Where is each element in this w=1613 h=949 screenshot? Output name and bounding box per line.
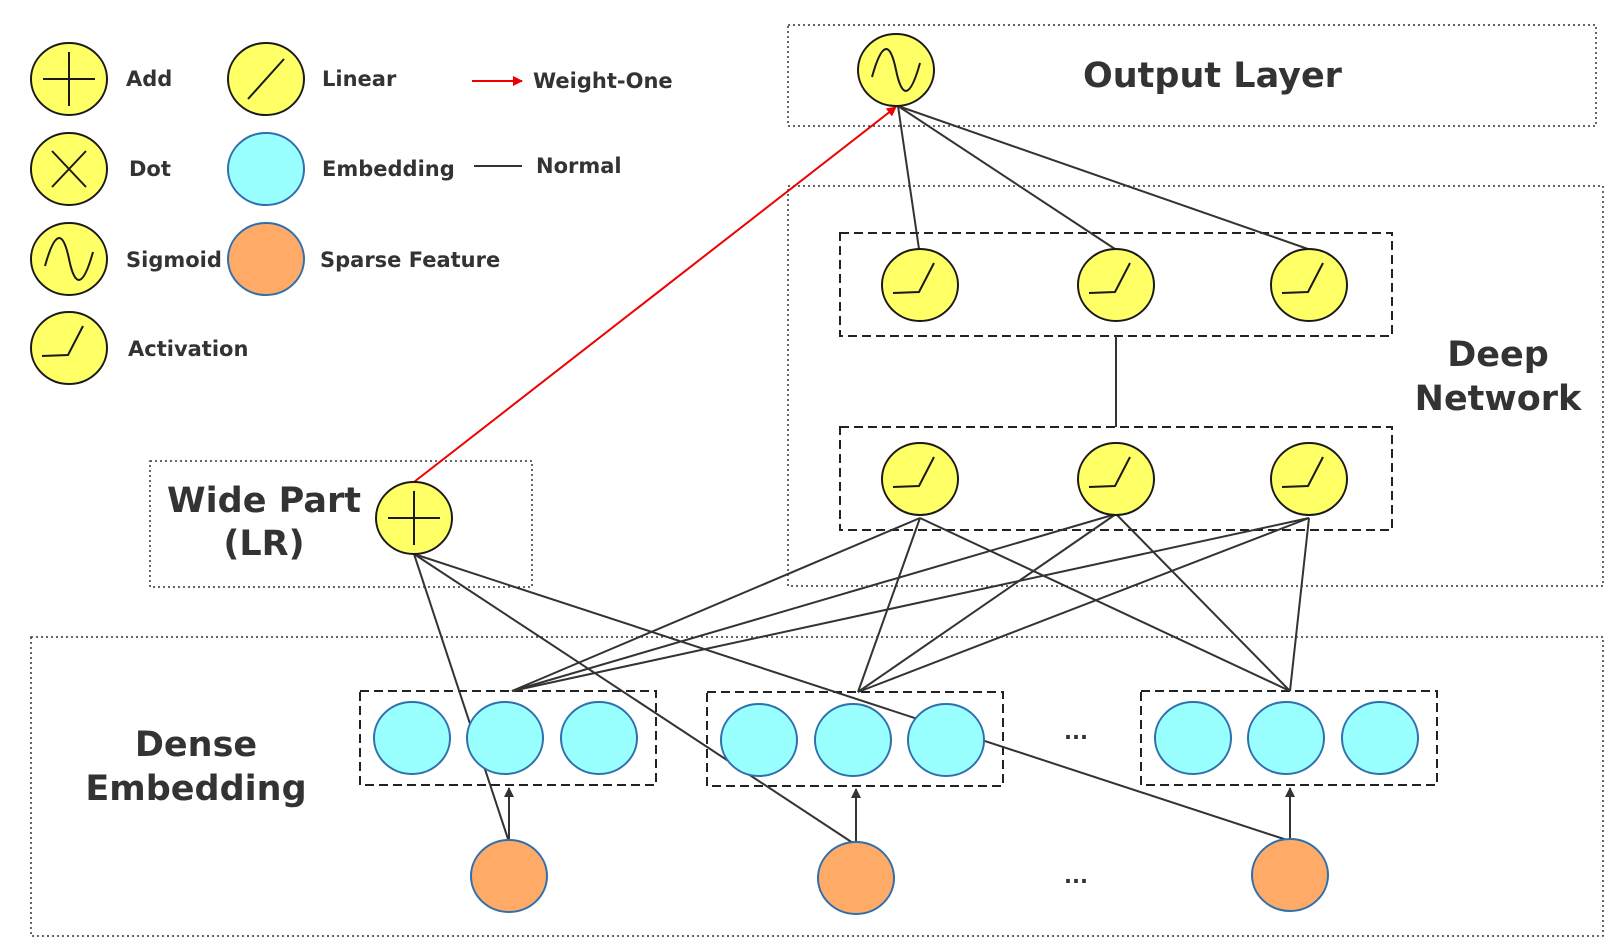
legend: Add Dot Sigmoid Activation Linear Embedd… — [30, 42, 673, 385]
sparse-feature-node — [470, 839, 548, 913]
deep-layer-2-node-2 — [1077, 248, 1155, 322]
embedding-node — [1341, 701, 1419, 775]
deep-layer-2-node-1 — [881, 248, 959, 322]
sparse-feature-node — [817, 841, 895, 915]
output-layer-title: Output Layer — [1083, 56, 1343, 96]
legend-weight-one-label: Weight-One — [533, 69, 673, 93]
legend-embedding-icon — [227, 132, 305, 206]
embedding-node — [907, 703, 985, 777]
deep-layer-1-group — [839, 426, 1393, 531]
legend-activation-icon — [30, 311, 108, 385]
embedding-node — [466, 701, 544, 775]
legend-linear-label: Linear — [322, 67, 397, 91]
legend-add-icon — [30, 42, 108, 116]
legend-linear-icon — [227, 42, 305, 116]
output-sigmoid-node — [857, 33, 935, 107]
edges — [413, 105, 1310, 846]
wide-part-add-node — [375, 481, 453, 555]
legend-sparse-feature-icon — [227, 222, 305, 296]
legend-activation-label: Activation — [128, 337, 248, 361]
deep-layer-1-node-2 — [1077, 442, 1155, 516]
legend-sparse-feature-label: Sparse Feature — [320, 248, 500, 272]
legend-sigmoid-label: Sigmoid — [126, 248, 222, 272]
deep-layer-1-node-3 — [1270, 442, 1348, 516]
deep-layer-2-node-3 — [1270, 248, 1348, 322]
embedding-node — [1247, 701, 1325, 775]
dense-embedding-title-line2: Embedding — [85, 769, 306, 809]
legend-dot-label: Dot — [129, 157, 171, 181]
wide-part-box — [149, 460, 533, 588]
sparse-feature-node — [1251, 838, 1329, 912]
deep-network-title-line2: Network — [1415, 379, 1582, 419]
embedding-group-1 — [359, 690, 657, 786]
dense-embedding-box — [30, 636, 1604, 937]
embedding-group-2 — [706, 691, 1004, 787]
deep-network-box — [787, 185, 1604, 587]
dense-embedding-title-line1: Dense — [135, 725, 257, 765]
embedding-ellipsis: ... — [1064, 720, 1088, 744]
wide-part-title-line1: Wide Part — [167, 481, 361, 521]
embedding-node — [814, 703, 892, 777]
embedding-node — [373, 701, 451, 775]
legend-normal-label: Normal — [536, 154, 622, 178]
legend-sigmoid-icon — [30, 222, 108, 296]
deep-layer-1-node-1 — [881, 442, 959, 516]
wide-part-title-line2: (LR) — [223, 524, 304, 564]
sparse-feature-ellipsis: ... — [1064, 864, 1088, 888]
embedding-node — [1154, 701, 1232, 775]
embedding-node — [720, 703, 798, 777]
deep-network-title-line1: Deep — [1447, 335, 1549, 375]
legend-dot-icon — [30, 132, 108, 206]
embedding-node — [560, 701, 638, 775]
legend-add-label: Add — [126, 67, 172, 91]
legend-embedding-label: Embedding — [322, 157, 455, 181]
